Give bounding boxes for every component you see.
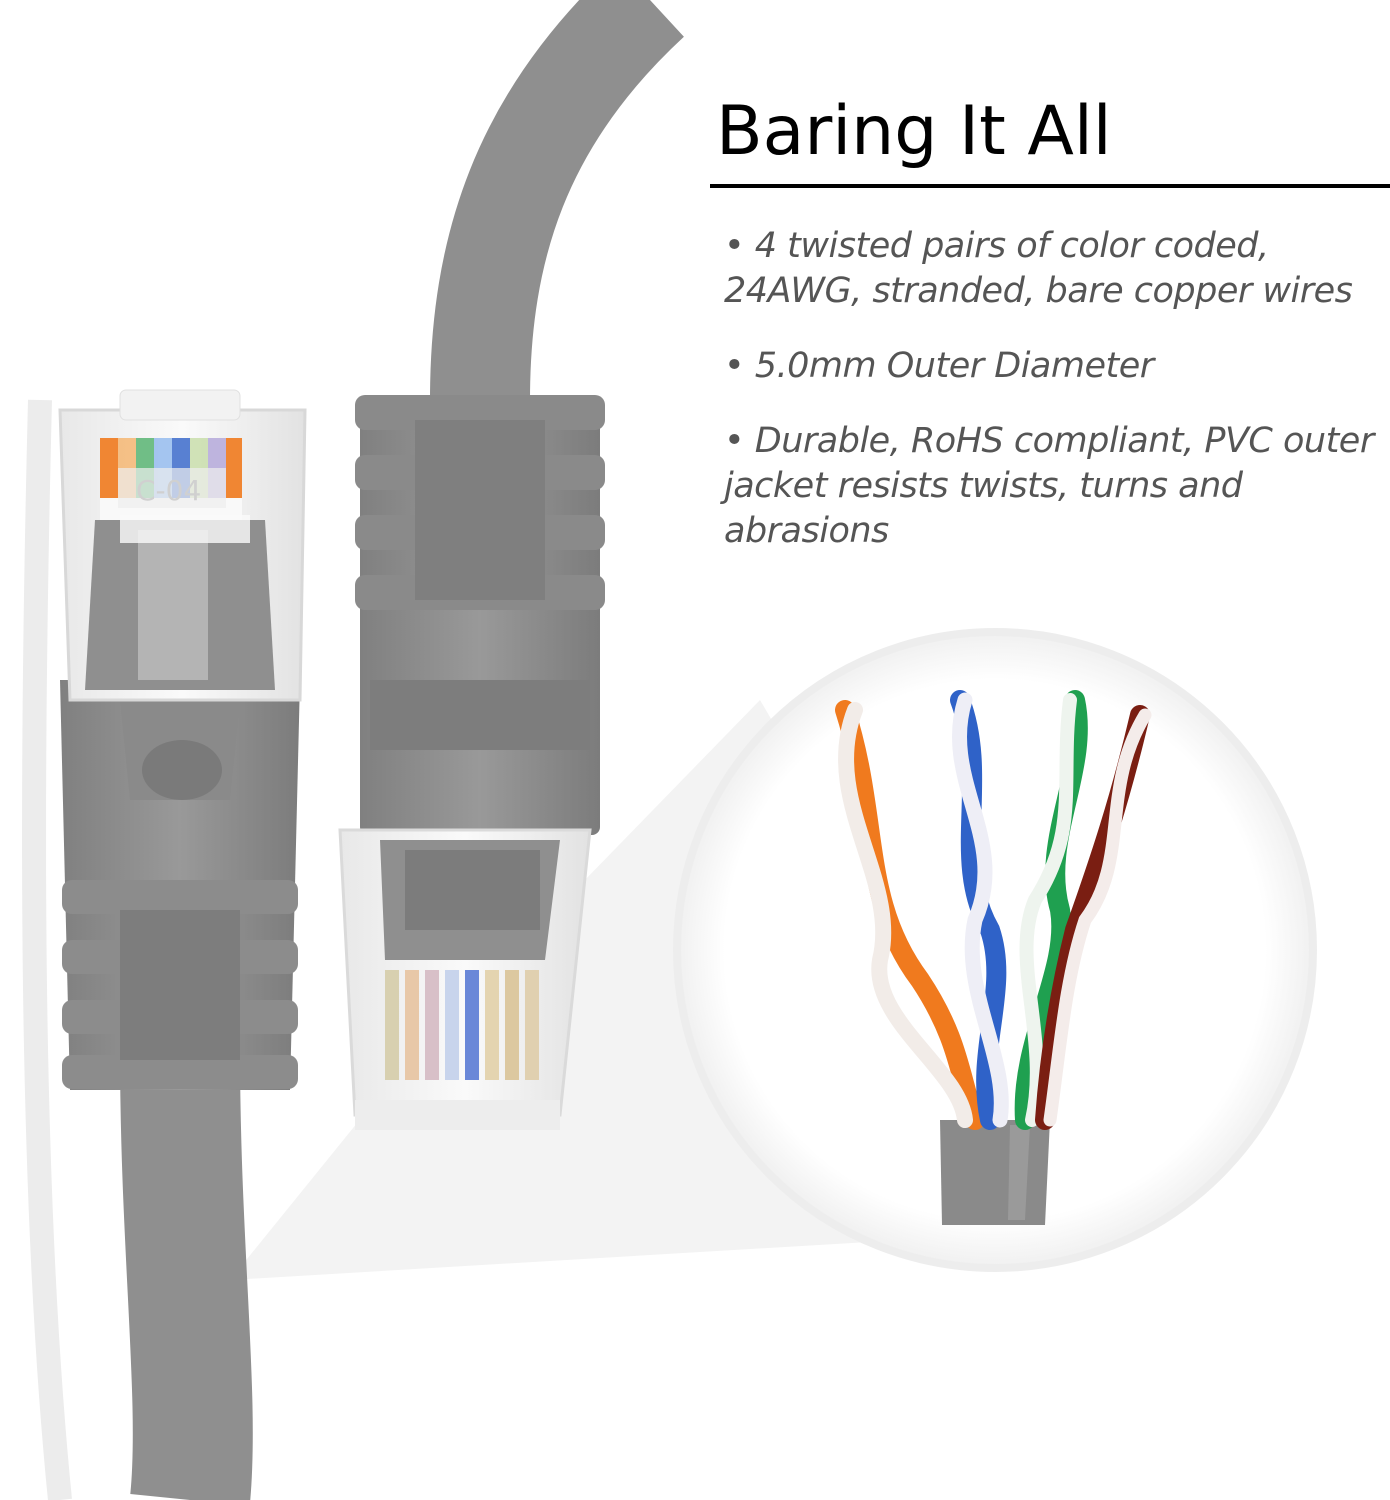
feature-item: • 4 twisted pairs of color coded, 24AWG,… bbox=[724, 226, 1353, 311]
cable-jacket-stub bbox=[940, 1120, 1050, 1225]
contact-pins bbox=[385, 970, 539, 1080]
connector-left: C-04 bbox=[58, 389, 307, 1090]
feature-list: • 4 twisted pairs of color coded, 24AWG,… bbox=[724, 224, 1384, 554]
cable-left bbox=[120, 1049, 253, 1500]
title-divider bbox=[710, 184, 1390, 188]
connector-label: C-04 bbox=[136, 474, 201, 507]
twisted-pairs bbox=[835, 690, 1152, 1130]
feature-item: • Durable, RoHS compliant, PVC outer jac… bbox=[724, 421, 1374, 551]
page-title: Baring It All bbox=[716, 92, 1112, 171]
feature-item: • 5.0mm Outer Diameter bbox=[724, 346, 1154, 386]
cable-right bbox=[430, 0, 685, 401]
connector-right bbox=[338, 395, 605, 1130]
feature-copy: Baring It All • 4 twisted pairs of color… bbox=[710, 90, 1390, 584]
